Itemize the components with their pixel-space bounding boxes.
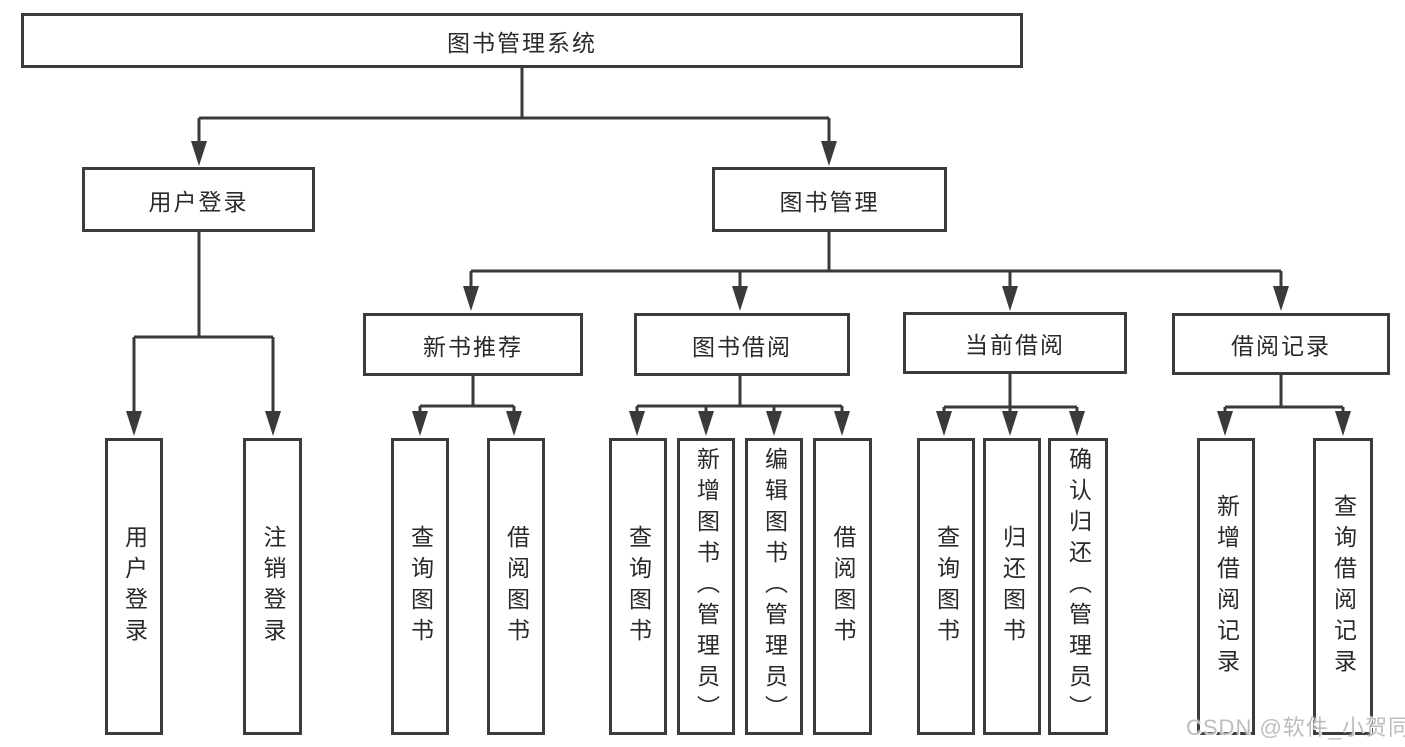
node-book-management: 图书管理 [712, 167, 947, 232]
node-book-borrow: 图书借阅 [634, 313, 850, 376]
leaf-query-borrow-record: 查询借阅记录 [1313, 438, 1373, 735]
arrow-down-icon [1217, 411, 1233, 436]
leaf-query-books: 查询图书 [391, 438, 449, 735]
leaf-borrow-books: 借阅图书 [487, 438, 545, 735]
arrow-down-icon [834, 411, 850, 436]
new-book-rec-branch [412, 376, 522, 436]
arrow-down-icon [191, 141, 207, 166]
leaf-add-borrow-record: 新增借阅记录 [1197, 438, 1255, 735]
book-borrow-branch [629, 376, 850, 436]
leaf-query-books: 查询图书 [917, 438, 975, 735]
arrow-down-icon [698, 411, 714, 436]
node-root-title: 图书管理系统 [21, 13, 1023, 68]
user-login-branch [126, 232, 281, 436]
arrow-down-icon [1335, 411, 1351, 436]
current-borrow-branch [936, 374, 1085, 436]
leaf-add-books-admin: 新增图书（管理员） [677, 438, 735, 735]
arrow-down-icon [1069, 411, 1085, 436]
arrow-down-icon [463, 286, 479, 311]
csdn-watermark: CSDN @软件_小贺同学 [1186, 715, 1405, 740]
arrow-down-icon [1002, 286, 1018, 311]
arrow-down-icon [821, 141, 837, 166]
node-current-borrow: 当前借阅 [903, 312, 1127, 374]
arrow-down-icon [506, 411, 522, 436]
node-borrow-records: 借阅记录 [1172, 313, 1390, 375]
arrow-down-icon [126, 411, 142, 436]
arrow-down-icon [766, 411, 782, 436]
leaf-edit-books-admin: 编辑图书（管理员） [745, 438, 803, 735]
arrow-down-icon [1002, 411, 1018, 436]
leaf-confirm-return-admin: 确认归还（管理员） [1048, 438, 1108, 735]
arrow-down-icon [732, 286, 748, 311]
leaf-user-login: 用户登录 [105, 438, 163, 735]
arrow-down-icon [1273, 286, 1289, 311]
leaf-logout: 注销登录 [243, 438, 302, 735]
arrow-down-icon [629, 411, 645, 436]
arrow-down-icon [936, 411, 952, 436]
arrow-down-icon [412, 411, 428, 436]
node-user-login: 用户登录 [82, 167, 315, 232]
borrow-records-branch [1217, 375, 1351, 436]
leaf-query-books: 查询图书 [609, 438, 667, 735]
leaf-return-books: 归还图书 [983, 438, 1041, 735]
root-branch [191, 68, 837, 166]
book-management-branch [463, 232, 1289, 311]
node-new-book-recommend: 新书推荐 [363, 313, 583, 376]
leaf-borrow-books: 借阅图书 [813, 438, 872, 735]
arrow-down-icon [265, 411, 281, 436]
